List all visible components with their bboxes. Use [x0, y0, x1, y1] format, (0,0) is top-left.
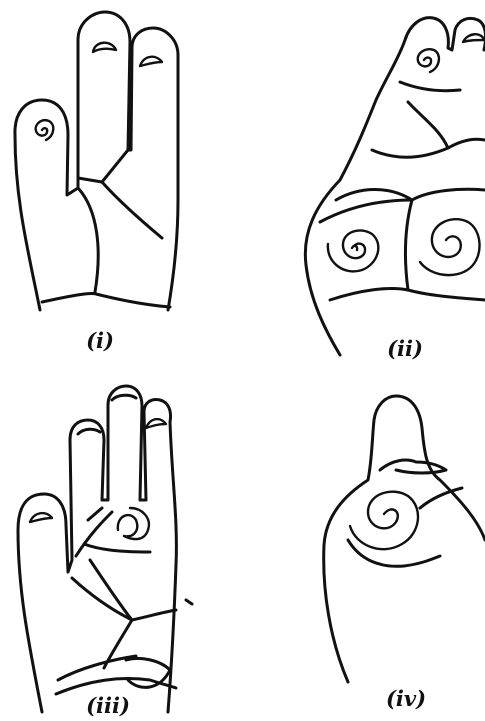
palm-spiral-right — [420, 219, 480, 275]
panel-label: (iv) — [386, 686, 426, 711]
nail-mark — [146, 419, 166, 428]
finger-spiral — [418, 49, 439, 72]
panel-iv: (iv) — [324, 396, 485, 711]
nail-mark — [463, 34, 484, 42]
thenar-spiral — [350, 492, 418, 550]
nail-mark — [78, 429, 100, 434]
palm-crease — [88, 508, 102, 520]
palm-crease — [330, 288, 485, 300]
panel-iii: (iii) — [18, 386, 192, 718]
palm-crease — [58, 656, 136, 680]
palm-crease — [78, 188, 98, 292]
palm-crease — [320, 200, 412, 222]
hand-outline — [305, 18, 485, 355]
palm-crease — [405, 200, 412, 290]
panel-label: (iii) — [86, 693, 130, 718]
nail-mark — [30, 513, 52, 522]
palm-spiral-left-inner — [352, 246, 357, 250]
palm-crease — [42, 293, 170, 307]
palm-crease — [408, 102, 448, 148]
nail-mark — [112, 395, 136, 400]
stray-mark — [186, 600, 192, 604]
palm-crease — [78, 150, 128, 182]
palm-crease — [336, 189, 485, 200]
panel-i: (i) — [15, 12, 178, 353]
palm-crease — [372, 139, 485, 157]
palm-crease — [72, 578, 132, 620]
palm-crease — [348, 540, 440, 566]
palm-crease — [132, 610, 176, 620]
panel-label: (i) — [86, 328, 114, 353]
palm-crease — [84, 544, 150, 552]
panel-ii: (ii) — [305, 18, 485, 361]
palm-loop — [118, 508, 149, 539]
thumb-spiral — [36, 120, 54, 140]
nail-mark — [93, 43, 116, 52]
panel-label: (ii) — [387, 336, 423, 361]
palm-crease — [102, 182, 162, 238]
nail-mark — [140, 57, 162, 66]
palm-spiral-left — [328, 230, 378, 271]
palm-crease — [56, 679, 176, 694]
thumb-crease — [380, 460, 446, 473]
palm-crease — [400, 82, 460, 91]
palm-crease — [90, 560, 132, 620]
